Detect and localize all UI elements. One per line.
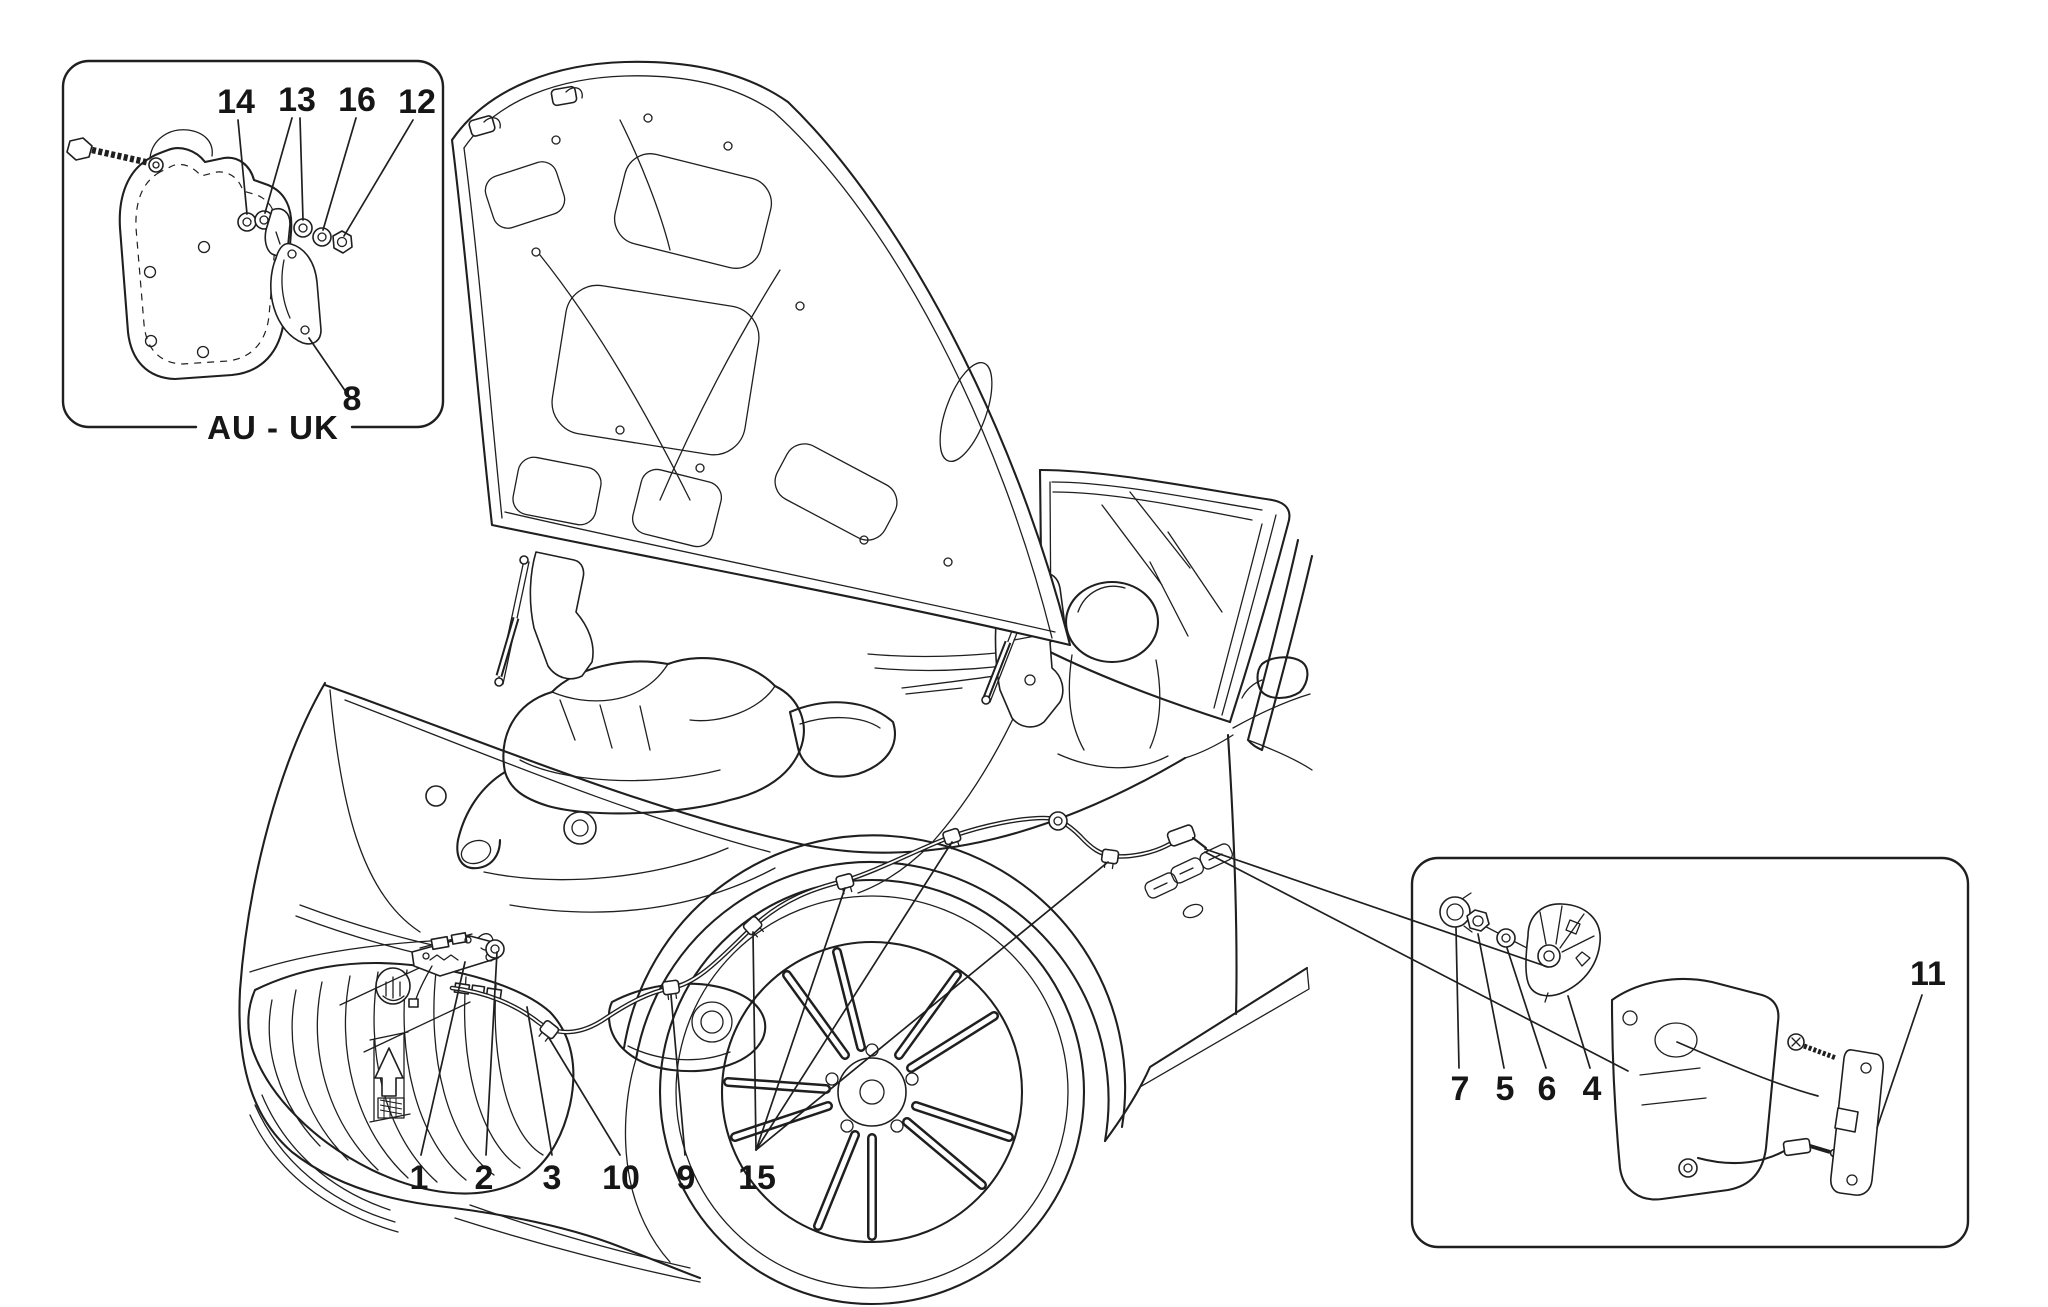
callout-6-label: 6 xyxy=(1538,1070,1557,1108)
callout-11-label: 11 xyxy=(1910,955,1946,993)
inset-au-uk: 14 13 16 12 8 AU - UK xyxy=(61,59,445,446)
callout-14-label: 14 xyxy=(217,83,255,121)
callout-13-label: 13 xyxy=(278,81,316,119)
front-bumper xyxy=(238,681,702,1283)
callout-1-label: 1 xyxy=(410,1159,429,1197)
front-wheel xyxy=(622,834,1127,1306)
engine-intake xyxy=(425,657,896,870)
maserati-trident-badge xyxy=(375,967,411,1005)
wheel-spokes xyxy=(723,947,1014,1241)
inset-release-handle: 7 5 6 4 11 xyxy=(1410,856,1970,1249)
car-line-art xyxy=(238,60,1314,1306)
callout-16-label: 16 xyxy=(338,81,376,119)
latch-grommet xyxy=(485,939,505,959)
callout-2-label: 2 xyxy=(475,1159,494,1197)
engine-bay xyxy=(295,647,1041,1053)
callout-7-label: 7 xyxy=(1451,1070,1470,1108)
nut-part-5 xyxy=(1466,909,1490,932)
mud-shield-bracket xyxy=(118,129,293,381)
hood-strikers xyxy=(468,85,583,137)
cable-end-connector xyxy=(1166,824,1208,850)
callout-12-label: 12 xyxy=(398,83,436,121)
inset-au-uk-caption: AU - UK xyxy=(207,409,339,446)
rocker-sill xyxy=(1103,966,1310,1143)
inset-pointer-wedge xyxy=(1204,848,1629,1072)
main-callout-leaders xyxy=(420,841,1109,1156)
seat xyxy=(1057,580,1169,769)
radiator-support xyxy=(369,1031,411,1123)
cable-grommet xyxy=(1048,811,1068,831)
bracket-part-11 xyxy=(1787,1033,1885,1196)
windshield-cockpit xyxy=(1038,468,1314,1016)
callout-3-label: 3 xyxy=(543,1159,562,1197)
mounting-panel xyxy=(1610,977,1839,1201)
callout-10-label: 10 xyxy=(602,1159,640,1197)
hood-ribs xyxy=(484,113,993,567)
main-callout-labels: 1 2 3 10 9 15 xyxy=(410,1159,776,1197)
washers-and-nut xyxy=(237,208,353,257)
callout-8-label: 8 xyxy=(343,380,362,418)
callout-15-label: 15 xyxy=(738,1159,776,1197)
callout-4-label: 4 xyxy=(1583,1070,1602,1108)
washer-part-6 xyxy=(1496,928,1516,948)
side-mirror xyxy=(1241,656,1309,700)
screw-part-14-axis xyxy=(66,137,164,173)
open-hood xyxy=(450,60,1072,647)
release-cable-run xyxy=(449,811,1208,1042)
lock-ring-part-7 xyxy=(1439,892,1473,933)
release-handle-part-4 xyxy=(1525,903,1601,1003)
front-grille xyxy=(247,961,575,1195)
cable-clips xyxy=(538,827,1120,1042)
bonnet-latch xyxy=(408,932,505,1008)
latch-lever-part-8 xyxy=(270,231,322,345)
inset-au-uk-leaders xyxy=(237,117,414,393)
callout-5-label: 5 xyxy=(1496,1070,1515,1108)
callout-9-label: 9 xyxy=(677,1159,696,1197)
